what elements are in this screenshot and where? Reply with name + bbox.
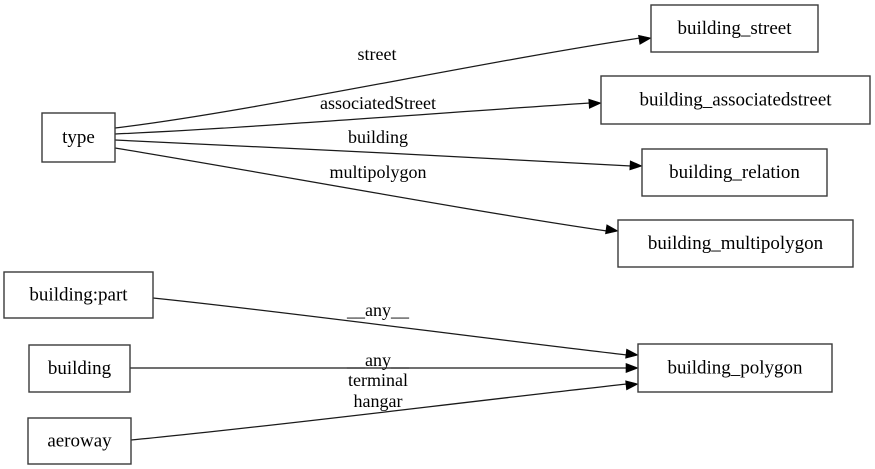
arrowhead-icon xyxy=(625,380,639,391)
edge-labels-layer: street associatedStreet building multipolyg… xyxy=(320,44,436,411)
edge-label: __any__ xyxy=(346,350,410,370)
graph-edge xyxy=(114,147,619,235)
edge-label: multipolygon xyxy=(329,162,426,182)
arrowhead-icon xyxy=(625,348,639,359)
edge-line xyxy=(114,37,641,129)
node-label: building_polygon xyxy=(667,357,803,378)
nodes-layer: type building_street building_associatedst… xyxy=(3,4,871,465)
node-label: type xyxy=(62,127,95,148)
graph-node-aeroway[interactable]: aeroway xyxy=(27,417,132,465)
edge-label: __any__ xyxy=(346,300,410,320)
graph-node-building_polygon[interactable]: building_polygon xyxy=(637,343,833,393)
arrowhead-icon xyxy=(605,224,619,235)
arrowhead-icon xyxy=(588,98,602,109)
graph-node-type[interactable]: type xyxy=(41,112,116,163)
node-box[interactable] xyxy=(641,148,828,197)
edge-label: building xyxy=(348,127,408,147)
graph-node-building_street[interactable]: building_street xyxy=(650,4,819,53)
node-label: building:part xyxy=(29,284,128,305)
graph-node-building_multipolygon[interactable]: building_multipolygon xyxy=(617,219,854,268)
graph-edge xyxy=(130,380,639,441)
arrowhead-icon xyxy=(629,160,643,171)
edge-line xyxy=(152,297,628,356)
edge-line xyxy=(114,139,632,167)
graph-node-building_relation[interactable]: building_relation xyxy=(641,148,828,197)
node-box[interactable] xyxy=(600,75,871,125)
arrowhead-icon xyxy=(638,34,652,45)
graph-edge xyxy=(152,297,639,359)
node-label: building xyxy=(48,358,112,379)
node-box[interactable] xyxy=(3,271,154,319)
node-label: building_multipolygon xyxy=(648,233,824,254)
node-label: building_relation xyxy=(669,162,800,183)
graph-edge xyxy=(114,139,643,171)
edge-label: associatedStreet xyxy=(320,93,436,113)
node-box[interactable] xyxy=(650,4,819,53)
graph-edge xyxy=(114,34,652,129)
arrowhead-icon xyxy=(625,362,639,374)
edge-line xyxy=(130,383,628,441)
edges-layer xyxy=(114,34,652,441)
edge-label: street xyxy=(358,44,397,64)
graph-node-building_associatedstreet[interactable]: building_associatedstreet xyxy=(600,75,871,125)
node-label: building_associatedstreet xyxy=(639,89,832,110)
node-box[interactable] xyxy=(28,344,131,393)
node-box[interactable] xyxy=(27,417,132,465)
node-label: building_street xyxy=(678,18,793,39)
node-box[interactable] xyxy=(637,343,833,393)
graph-edge xyxy=(130,362,639,374)
graph-node-building_part[interactable]: building:part xyxy=(3,271,154,319)
edge-line xyxy=(114,147,608,232)
graph-edge xyxy=(114,98,602,135)
node-box[interactable] xyxy=(41,112,116,163)
edge-line xyxy=(114,102,591,135)
node-label: aeroway xyxy=(47,430,112,451)
graph-node-building[interactable]: building xyxy=(28,344,131,393)
node-box[interactable] xyxy=(617,219,854,268)
